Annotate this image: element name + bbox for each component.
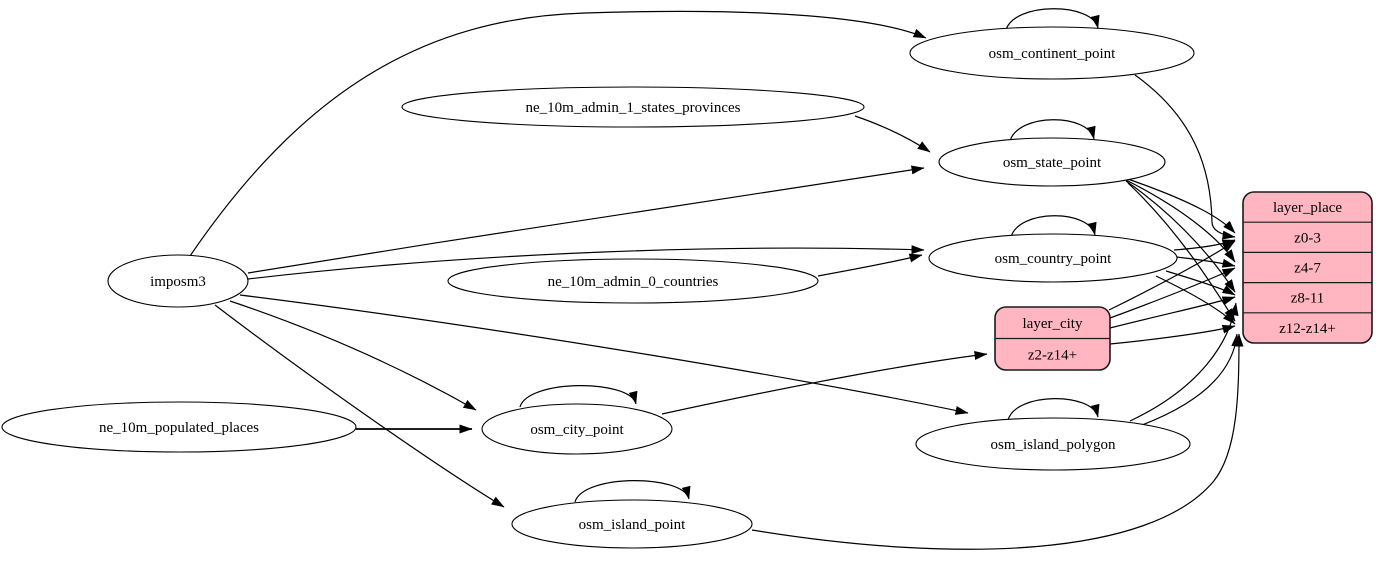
record-row-layer_place-z4-7: z4-7	[1294, 261, 1321, 277]
node-shape-osm_island_point	[511, 499, 753, 549]
node-ne_10m_admin_1_states_provinces: ne_10m_admin_1_states_provinces	[401, 86, 865, 128]
record-row-layer_place-layer_place: layer_place	[1273, 200, 1342, 216]
node-label-osm_island_point: osm_island_point	[579, 517, 687, 533]
edge-ne_10m_admin_0_countries-to-osm_country_point	[817, 253, 923, 277]
self-loop-osm_island_polygon	[1007, 398, 1100, 421]
edge-layer_city-to-layer_place-z8-11	[1109, 296, 1236, 329]
node-ne_10m_populated_places: ne_10m_populated_places	[1, 401, 357, 453]
node-osm_city_point: osm_city_point	[481, 403, 673, 455]
edge-osm_island_point-to-layer_place-z12-z14+	[751, 333, 1244, 550]
edge-osm_continent_point-to-layer_place-z0-3	[1134, 74, 1236, 240]
record-row-layer_place-z0-3: z0-3	[1294, 230, 1321, 246]
record-shape-layer_place	[1242, 191, 1373, 344]
edge-osm_island_polygon-to-layer_place-z8-11	[1129, 302, 1239, 422]
node-shape-ne_10m_populated_places	[1, 401, 357, 453]
node-label-osm_state_point: osm_state_point	[1003, 155, 1102, 171]
edges-group	[189, 8, 1244, 550]
edge-imposm3-to-osm_city_point	[229, 300, 477, 411]
node-osm_country_point: osm_country_point	[928, 233, 1178, 283]
edge-osm_state_point-to-layer_place-z4-7	[1123, 178, 1236, 263]
node-layer_place: layer_place z0-3 z4-7 z8-11 z12-z14+	[1242, 191, 1373, 344]
node-label-osm_country_point: osm_country_point	[995, 251, 1112, 267]
edge-layer_city-to-layer_place-z12-z14+	[1109, 324, 1236, 345]
edge-layer_city-to-layer_place-z4-7	[1109, 267, 1236, 319]
edge-imposm3-to-osm_continent_point	[189, 10, 927, 257]
self-loop-osm_city_point	[519, 385, 638, 408]
node-label-osm_city_point: osm_city_point	[530, 422, 624, 438]
nodes-group: imposm3 ne_10m_admin_1_states_provincesne…	[1, 26, 1373, 549]
node-shape-osm_state_point	[938, 137, 1166, 187]
node-shape-imposm3	[107, 254, 249, 308]
record-row-layer_city-layer_city: layer_city	[1023, 316, 1083, 332]
node-label-osm_continent_point: osm_continent_point	[989, 46, 1116, 62]
node-shape-osm_country_point	[928, 233, 1178, 283]
record-row-layer_place-z12-z14+: z12-z14+	[1279, 321, 1336, 337]
edge-imposm3-to-osm_island_point	[214, 304, 505, 508]
self-loop-osm_state_point	[1009, 119, 1096, 142]
node-osm_island_point: osm_island_point	[511, 499, 753, 549]
edge-imposm3-to-osm_state_point	[247, 165, 925, 274]
record-row-layer_place-z8-11: z8-11	[1291, 291, 1325, 307]
record-row-layer_city-z2-z14+: z2-z14+	[1028, 347, 1077, 363]
node-shape-ne_10m_admin_1_states_provinces	[401, 86, 865, 128]
edge-osm_city_point-to-layer_city-z2-z14+	[661, 351, 988, 415]
edge-layer_city-to-layer_place-z0-3	[1108, 240, 1236, 311]
node-shape-osm_island_polygon	[915, 417, 1191, 471]
edge-imposm3-to-osm_country_point	[247, 245, 925, 280]
node-shape-osm_continent_point	[909, 26, 1195, 80]
self-loop-osm_continent_point	[1005, 8, 1100, 31]
edge-osm_state_point-to-layer_place-z0-3	[1121, 176, 1236, 234]
edge-osm_country_point-to-layer_place-z8-11	[1165, 270, 1236, 296]
node-osm_island_polygon: osm_island_polygon	[915, 417, 1191, 471]
node-osm_continent_point: osm_continent_point	[909, 26, 1195, 80]
node-label-imposm3: imposm3	[150, 274, 206, 290]
node-label-ne_10m_admin_1_states_provinces: ne_10m_admin_1_states_provinces	[526, 100, 741, 116]
node-label-ne_10m_populated_places: ne_10m_populated_places	[99, 420, 259, 436]
node-label-ne_10m_admin_0_countries: ne_10m_admin_0_countries	[548, 274, 719, 290]
edge-osm_state_point-to-layer_place-z8-11	[1125, 180, 1236, 293]
node-shape-osm_city_point	[481, 403, 673, 455]
node-layer_city: layer_city z2-z14+	[994, 306, 1111, 371]
edge-imposm3-to-osm_island_polygon	[239, 294, 969, 415]
node-ne_10m_admin_0_countries: ne_10m_admin_0_countries	[447, 258, 819, 304]
self-loop-osm_country_point	[1010, 215, 1097, 238]
edge-ne_10m_admin_1_states_provinces-to-osm_state_point	[854, 115, 931, 153]
node-shape-ne_10m_admin_0_countries	[447, 258, 819, 304]
edge-osm_country_point-to-layer_place-z4-7	[1175, 256, 1236, 268]
node-imposm3: imposm3	[107, 254, 249, 308]
self-loop-osm_island_point	[574, 480, 691, 503]
node-label-osm_island_polygon: osm_island_polygon	[990, 437, 1116, 453]
node-osm_state_point: osm_state_point	[938, 137, 1166, 187]
